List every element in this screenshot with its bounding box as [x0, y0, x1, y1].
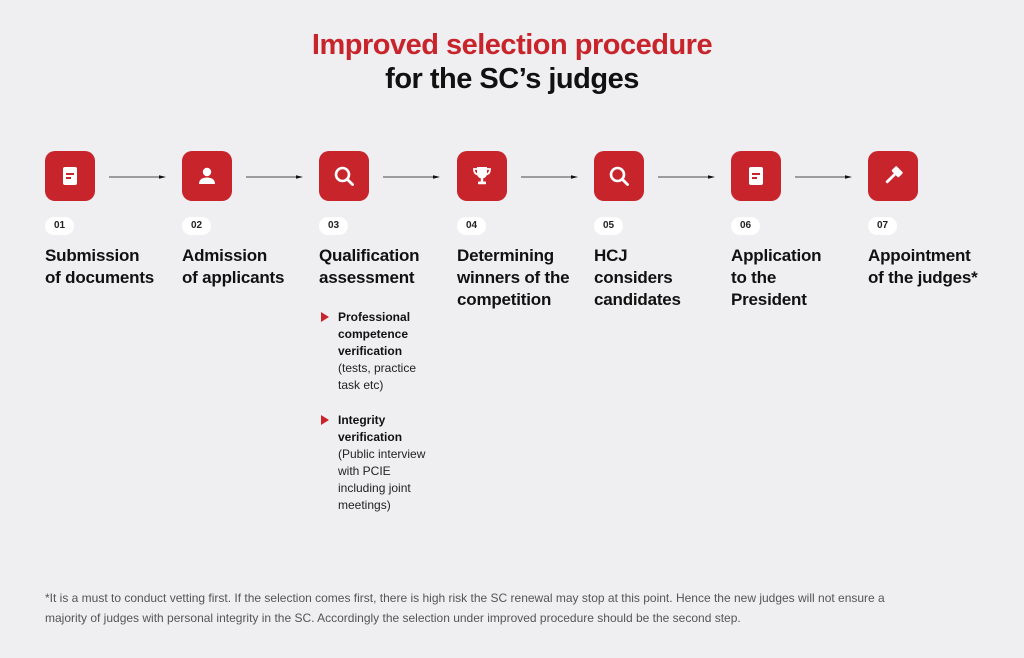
detail-integrity: Integrity verification (Public interview…	[319, 412, 444, 514]
step-05: 05 HCJ considers candidates	[594, 151, 734, 311]
search-icon	[334, 166, 354, 186]
trophy-icon	[473, 167, 491, 185]
document-icon	[63, 167, 77, 185]
step-number: 02	[182, 217, 212, 235]
footnote: *It is a must to conduct vetting first. …	[45, 591, 885, 625]
step-02-icon-box	[182, 151, 232, 201]
arrow-right-icon	[795, 175, 852, 179]
step-label: Application to the President	[731, 246, 822, 309]
step-number: 07	[868, 217, 898, 235]
step-label: HCJ considers candidates	[594, 246, 681, 309]
step-03: 03 Qualification assessment	[319, 151, 459, 289]
arrow-right-icon	[109, 175, 166, 179]
step-number: 06	[731, 217, 761, 235]
step-number: 03	[319, 217, 349, 235]
step-02: 02 Admission of applicants	[182, 151, 322, 289]
step-06-icon-box	[731, 151, 781, 201]
arrow-right-icon	[658, 175, 715, 179]
arrow-right-icon	[383, 175, 440, 179]
arrow-right-icon	[246, 175, 303, 179]
document-icon	[749, 167, 763, 185]
step-label: Submission of documents	[45, 246, 155, 287]
detail-description: (tests, practice task etc)	[338, 361, 417, 392]
title-line-1: Improved selection procedure	[311, 29, 713, 61]
step-07-icon-box	[868, 151, 918, 201]
bullet-triangle-icon	[321, 312, 329, 322]
step-label: Appointment of the judges*	[868, 246, 978, 287]
step-01-icon-box	[45, 151, 95, 201]
step-label: Determining winners of the competition	[457, 246, 570, 309]
step-03-icon-box	[319, 151, 369, 201]
arrow-right-icon	[521, 175, 578, 179]
step-06: 06 Application to the President	[731, 151, 871, 311]
detail-professional-competence: Professional competence verification (te…	[319, 309, 444, 394]
step-label: Qualification assessment	[319, 246, 420, 287]
title-line-2: for the SC’s judges	[385, 63, 639, 95]
step-03-details: Professional competence verification (te…	[319, 309, 444, 532]
step-07: 07 Appointment of the judges*	[868, 151, 1008, 289]
gavel-icon	[885, 166, 903, 184]
step-label: Admission of applicants	[182, 246, 285, 287]
step-number: 01	[45, 217, 75, 235]
step-05-icon-box	[594, 151, 644, 201]
user-icon	[199, 167, 215, 184]
search-icon	[609, 166, 629, 186]
page-title: Improved selection procedure for the SC’…	[0, 28, 1024, 96]
detail-description: (Public interview with PCIE including jo…	[338, 447, 426, 512]
step-04-icon-box	[457, 151, 507, 201]
bullet-triangle-icon	[321, 415, 329, 425]
detail-title: Professional competence verification	[338, 310, 411, 358]
detail-title: Integrity verification	[338, 413, 403, 444]
step-number: 05	[594, 217, 624, 235]
step-01: 01 Submission of documents	[45, 151, 185, 289]
step-04: 04 Determining winners of the competitio…	[457, 151, 597, 311]
step-number: 04	[457, 217, 487, 235]
